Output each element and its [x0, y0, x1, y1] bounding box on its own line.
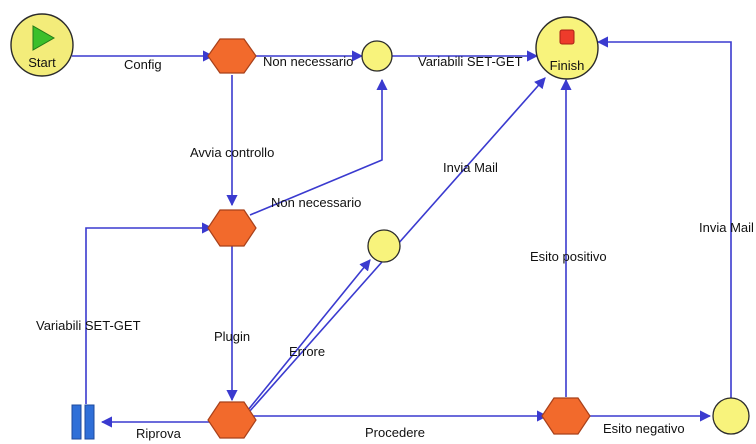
- label-invia-mail-2: Invia Mail: [699, 220, 754, 235]
- circle-node-errore[interactable]: [367, 229, 401, 263]
- hexagon-node-plugin[interactable]: [207, 401, 257, 439]
- edge-invia-mail-2: [596, 36, 732, 398]
- start-node[interactable]: Start: [10, 13, 74, 77]
- label-invia-mail-1: Invia Mail: [443, 160, 498, 175]
- finish-label: Finish: [550, 58, 585, 73]
- label-procedere: Procedere: [365, 425, 425, 440]
- stop-icon: [559, 29, 575, 45]
- hexagon-node-config[interactable]: [207, 38, 257, 74]
- label-esito-positivo: Esito positivo: [530, 249, 607, 264]
- label-variabili-set-get-2: Variabili SET-GET: [36, 318, 141, 333]
- label-riprova: Riprova: [136, 426, 182, 441]
- play-icon: [32, 25, 56, 51]
- edge-non-necessario-2: [249, 78, 388, 216]
- label-variabili-set-get-1: Variabili SET-GET: [418, 54, 523, 69]
- label-non-necessario-2: Non necessario: [271, 195, 361, 210]
- label-config: Config: [124, 57, 162, 72]
- label-avvia-controllo: Avvia controllo: [190, 145, 274, 160]
- hexagon-node-avvia-controllo[interactable]: [207, 209, 257, 247]
- label-plugin: Plugin: [214, 329, 250, 344]
- start-label: Start: [28, 55, 56, 70]
- finish-node[interactable]: Finish: [535, 16, 599, 80]
- edge-errore: [247, 259, 371, 411]
- edge-variabili-set-get-2: [85, 222, 214, 404]
- label-esito-negativo: Esito negativo: [603, 421, 685, 436]
- circle-node-non-necessario[interactable]: [361, 40, 393, 72]
- label-errore: Errore: [289, 344, 325, 359]
- circle-node-esito-negativo[interactable]: [712, 397, 750, 435]
- pause-node[interactable]: [71, 404, 97, 440]
- label-non-necessario-1: Non necessario: [263, 54, 353, 69]
- hexagon-node-procedere[interactable]: [541, 397, 591, 435]
